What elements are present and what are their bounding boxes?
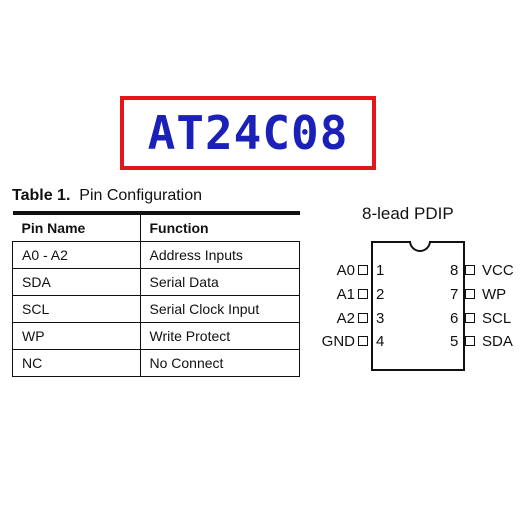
pin-label: WP	[482, 286, 507, 303]
pin-square	[358, 336, 368, 346]
table-row: SCL Serial Clock Input	[12, 295, 300, 323]
pin-label: SCL	[482, 310, 512, 327]
function-cell: No Connect	[139, 349, 300, 377]
table-caption-text: Pin Configuration	[79, 187, 203, 204]
pin-square	[358, 289, 368, 299]
pin-square	[465, 313, 475, 323]
pin-label: GND	[321, 333, 355, 350]
pin-right-7: 7 WP	[448, 286, 520, 304]
header-function: Function	[139, 211, 300, 242]
chip-body	[371, 241, 465, 371]
table-header-row: Pin Name Function	[12, 211, 300, 242]
function-cell: Address Inputs	[139, 241, 300, 269]
pin-right-6: 6 SCL	[448, 310, 520, 328]
pin-name-cell: A0 - A2	[12, 241, 141, 269]
pin-number: 6	[450, 310, 459, 327]
table-row: NC No Connect	[12, 349, 300, 377]
chip-notch	[409, 241, 431, 252]
function-cell: Serial Clock Input	[139, 295, 300, 323]
pin-left-1: A0 1	[300, 262, 395, 280]
pin-left-4: GND 4	[300, 333, 395, 351]
pin-label: SDA	[482, 333, 513, 350]
pin-number: 4	[376, 333, 385, 350]
pin-name-cell: NC	[12, 349, 141, 377]
pin-square	[358, 265, 368, 275]
pin-number: 2	[376, 286, 385, 303]
pin-name-cell: SDA	[12, 268, 141, 296]
function-cell: Write Protect	[139, 322, 300, 350]
pin-right-5: 5 SDA	[448, 333, 520, 351]
pin-label: VCC	[482, 262, 514, 279]
table-caption-number: Table 1.	[12, 187, 71, 204]
table-row: SDA Serial Data	[12, 268, 300, 296]
pin-right-8: 8 VCC	[448, 262, 520, 280]
pin-number: 8	[450, 262, 459, 279]
pin-number: 3	[376, 310, 385, 327]
pin-number: 1	[376, 262, 385, 279]
header-pin-name: Pin Name	[12, 211, 140, 242]
pin-square	[358, 313, 368, 323]
pin-number: 7	[450, 286, 459, 303]
pin-label: A0	[336, 262, 355, 279]
pin-number: 5	[450, 333, 459, 350]
function-cell: Serial Data	[139, 268, 300, 296]
table-row: A0 - A2 Address Inputs	[12, 241, 300, 269]
table-caption: Table 1. Pin Configuration	[12, 187, 202, 205]
chip-title: AT24C08	[147, 106, 349, 160]
pin-label: A2	[336, 310, 355, 327]
pin-left-2: A1 2	[300, 286, 395, 304]
table-row: WP Write Protect	[12, 322, 300, 350]
package-title: 8-lead PDIP	[362, 204, 454, 223]
pin-configuration-table: Pin Name Function A0 - A2 Address Inputs…	[12, 211, 300, 377]
pin-left-3: A2 3	[300, 310, 395, 328]
pin-label: A1	[336, 286, 355, 303]
title-box: AT24C08	[120, 96, 376, 170]
pin-square	[465, 289, 475, 299]
pin-name-cell: SCL	[12, 295, 141, 323]
pin-square	[465, 265, 475, 275]
pin-square	[465, 336, 475, 346]
pin-name-cell: WP	[12, 322, 141, 350]
